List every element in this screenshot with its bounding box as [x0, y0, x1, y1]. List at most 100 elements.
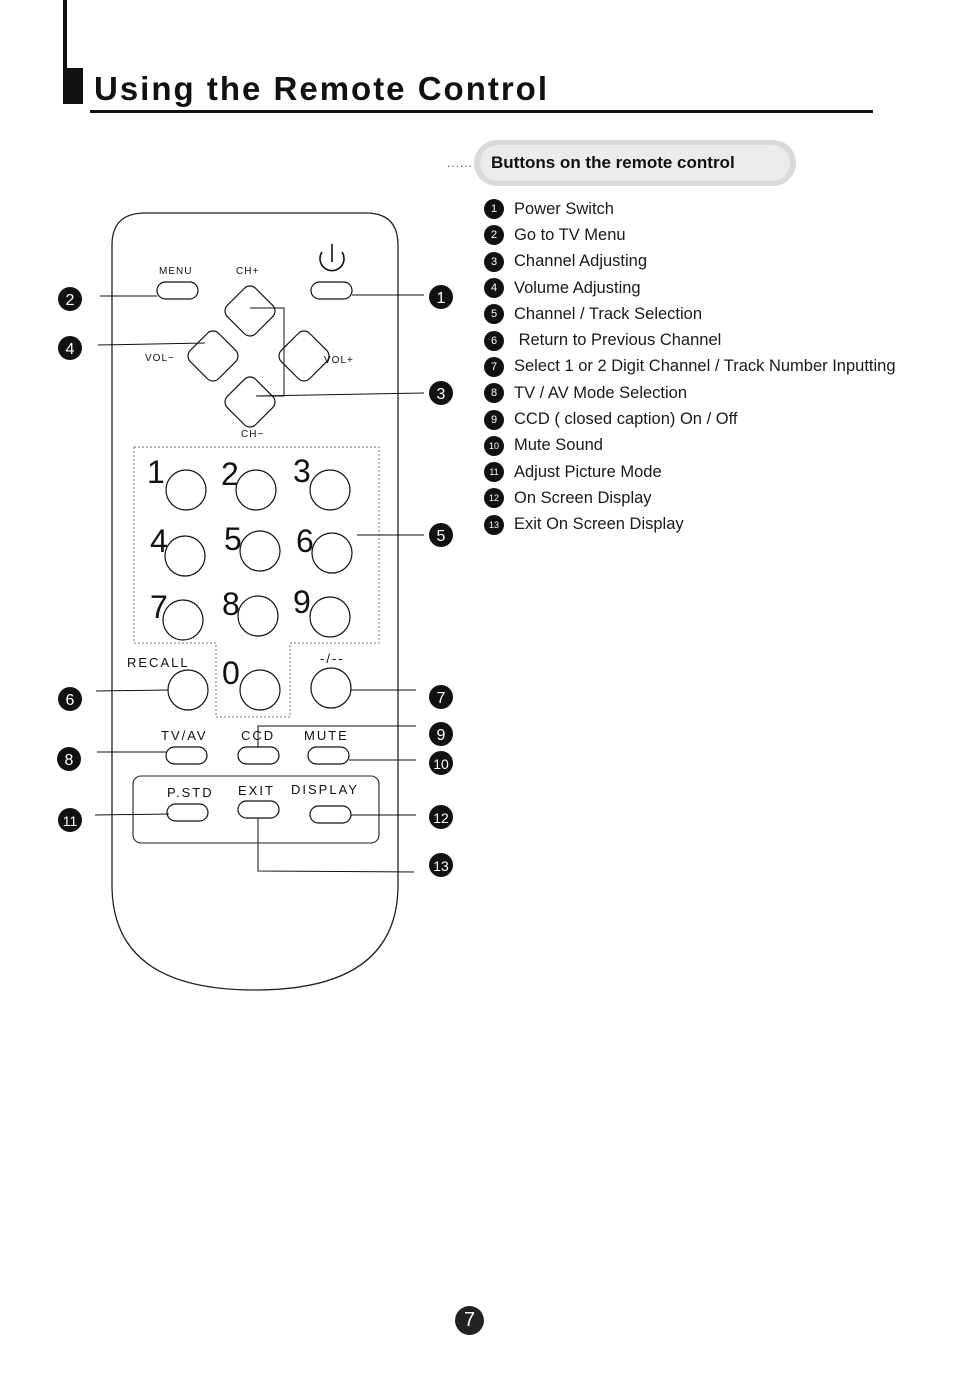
- ch-minus-label: CH−: [241, 429, 264, 440]
- legend-item: 12 On Screen Display: [484, 485, 896, 511]
- digit-3-button[interactable]: [309, 469, 351, 511]
- display-button[interactable]: [309, 805, 352, 824]
- numpad-outline: [133, 446, 380, 718]
- vol-plus-label: VOL+: [324, 355, 354, 366]
- callout-3-badge: [429, 381, 453, 405]
- tvav-button[interactable]: [165, 746, 208, 765]
- legend-number: 12: [484, 488, 504, 509]
- legend-number: 6: [484, 330, 504, 351]
- callout-7-badge: [429, 685, 453, 709]
- legend-number: 1: [484, 199, 504, 220]
- legend-number: 4: [484, 278, 504, 299]
- title-underline: [90, 110, 873, 113]
- legend-text: Return to Previous Channel: [514, 331, 722, 350]
- pstd-label: P.STD: [167, 785, 214, 800]
- digit-select-button[interactable]: [310, 667, 352, 709]
- digit-7-label: 7: [150, 589, 168, 625]
- legend-number: 8: [484, 383, 504, 404]
- digit-0-button[interactable]: [239, 669, 281, 711]
- legend-number: 13: [484, 514, 504, 535]
- ch-down-button[interactable]: [222, 374, 279, 431]
- digit-5-label: 5: [224, 521, 242, 557]
- callout-6: 6: [66, 692, 75, 709]
- digit-6-button[interactable]: [311, 532, 353, 574]
- bottom-button-group: [132, 775, 380, 844]
- menu-label: MENU: [159, 266, 192, 277]
- digit-1-button[interactable]: [165, 469, 207, 511]
- leader-dots: ......: [447, 156, 474, 170]
- callout-13-badge: [429, 853, 453, 877]
- digit-9-label: 9: [293, 584, 311, 620]
- callout-2-badge: [58, 287, 82, 311]
- digit-7-button[interactable]: [162, 599, 204, 641]
- callout-4: 4: [66, 341, 75, 358]
- pstd-button[interactable]: [166, 803, 209, 822]
- legend-number: 7: [484, 356, 504, 377]
- callout-9-badge: [429, 722, 453, 746]
- legend-text: TV / AV Mode Selection: [514, 383, 688, 402]
- legend-text: On Screen Display: [514, 488, 652, 507]
- legend-text: Volume Adjusting: [514, 278, 641, 297]
- numpad: 1 2 3 4 5 6 7 8 9 0: [147, 453, 353, 711]
- legend-item: 3 Channel Adjusting: [484, 249, 896, 275]
- exit-button[interactable]: [237, 800, 280, 819]
- legend-item: 13 Exit On Screen Display: [484, 512, 896, 538]
- vol-up-button[interactable]: [276, 328, 333, 385]
- callout-8: 8: [65, 752, 74, 769]
- digit-4-button[interactable]: [164, 535, 206, 577]
- legend-item: 4 Volume Adjusting: [484, 275, 896, 301]
- menu-button[interactable]: [156, 281, 199, 300]
- digit-1-label: 1: [147, 454, 165, 490]
- digit-4-label: 4: [150, 523, 168, 559]
- digit-5-button[interactable]: [239, 530, 281, 572]
- margin-rule: [63, 0, 67, 104]
- legend-text: Mute Sound: [514, 436, 603, 455]
- legend-text: Channel Adjusting: [514, 252, 648, 271]
- ccd-button[interactable]: [237, 746, 280, 765]
- ch-up-button[interactable]: [222, 283, 279, 340]
- callout-4-badge: [58, 336, 82, 360]
- legend-text: Adjust Picture Mode: [514, 462, 662, 481]
- callout-9: 9: [437, 727, 446, 744]
- callouts: 2 1 4 3 5 6 7 9 8 10 11 12 13: [57, 285, 453, 877]
- digit-0-label: 0: [222, 655, 240, 691]
- callout-5-badge: [429, 523, 453, 547]
- legend-text: Exit On Screen Display: [514, 515, 684, 534]
- digit-8-button[interactable]: [237, 595, 279, 637]
- callout-1: 1: [437, 290, 446, 307]
- callout-10: 10: [433, 756, 449, 772]
- power-icon: [319, 244, 345, 272]
- display-label: DISPLAY: [291, 782, 359, 797]
- callout-3: 3: [437, 386, 446, 403]
- leader-lines: [94, 294, 425, 873]
- callout-8-badge: [57, 747, 81, 771]
- ccd-label: CCD: [241, 728, 275, 743]
- legend-number: 5: [484, 304, 504, 325]
- digit-8-label: 8: [222, 586, 240, 622]
- callout-10-badge: [429, 751, 453, 775]
- mute-button[interactable]: [307, 746, 350, 765]
- callout-13: 13: [433, 858, 449, 874]
- title-marker: [63, 68, 83, 104]
- vol-minus-label: VOL−: [145, 353, 175, 364]
- legend-text: CCD ( closed caption) On / Off: [514, 410, 738, 429]
- power-button[interactable]: [310, 281, 353, 300]
- callout-1-badge: [429, 285, 453, 309]
- digit-2-button[interactable]: [235, 469, 277, 511]
- digit-2-label: 2: [221, 456, 239, 492]
- digit-9-button[interactable]: [309, 596, 351, 638]
- legend-number: 3: [484, 251, 504, 272]
- legend-text: Go to TV Menu: [514, 225, 626, 244]
- recall-button[interactable]: [167, 669, 209, 711]
- callout-11: 11: [63, 813, 78, 829]
- section-label: Buttons on the remote control: [491, 153, 735, 172]
- legend-item: 8 TV / AV Mode Selection: [484, 380, 896, 406]
- legend-item: 6 Return to Previous Channel: [484, 327, 896, 353]
